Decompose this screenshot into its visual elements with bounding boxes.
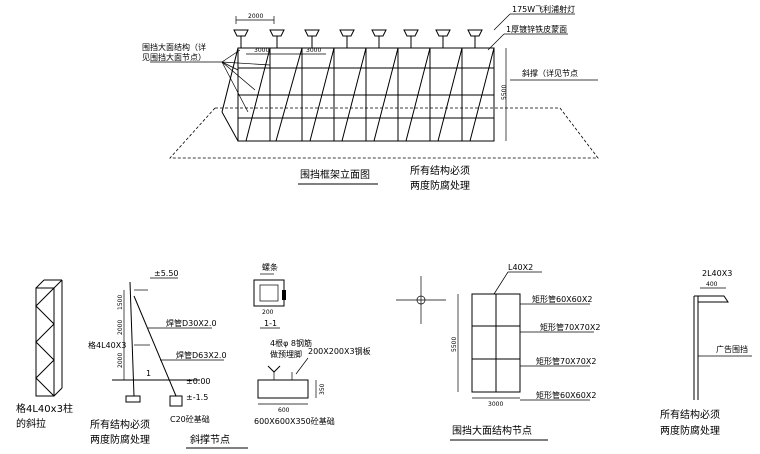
brace-note-2: 两度防腐处理 bbox=[90, 433, 150, 446]
elevation-note-1: 所有结构必须 bbox=[410, 164, 470, 177]
column-line bbox=[129, 281, 135, 397]
svg-text:2000: 2000 bbox=[117, 353, 124, 368]
rebar-label-2: 做预埋脚 bbox=[270, 349, 302, 359]
label-brace: 斜撑（详见节点 bbox=[522, 68, 578, 78]
base-pad bbox=[125, 395, 141, 403]
column-label-1: 格4L40x3柱 bbox=[16, 402, 73, 415]
brace-line bbox=[245, 47, 271, 142]
elevation-title: 围挡框架立面图 bbox=[300, 168, 370, 181]
facade-node: 5500 3000 L40X2 矩形管60X60X2 矩形管70X70X2 矩形… bbox=[450, 263, 600, 441]
frame-slant bbox=[221, 47, 239, 113]
label-base: C20砼基础 bbox=[170, 414, 210, 424]
ad-note-2: 两度防腐处理 bbox=[660, 424, 720, 437]
label-angle: 格4L40X3 bbox=[88, 340, 126, 350]
facade-tube-3: 矩形管70X70X2 bbox=[536, 356, 596, 366]
found-dim-w: 600 bbox=[278, 407, 290, 414]
facade-top-label: L40X2 bbox=[508, 263, 533, 272]
facade-tube-2: 矩形管70X70X2 bbox=[540, 322, 600, 332]
column-label-2: 的斜拉 bbox=[16, 417, 46, 430]
brace-line bbox=[341, 47, 367, 142]
brace-mark: 1 bbox=[146, 369, 151, 378]
ad-angle: 2L40X3 bbox=[702, 269, 732, 278]
rebar-label-1: 4根φ 8钢筋 bbox=[270, 338, 312, 348]
frame-slant bbox=[221, 111, 239, 142]
brace-line bbox=[275, 47, 303, 142]
brace-pipe bbox=[133, 295, 177, 397]
leader-skin bbox=[487, 33, 505, 51]
brace-line bbox=[469, 47, 495, 142]
label-pipe-2: 焊管D63X2.0 bbox=[176, 350, 227, 360]
lattice-column: 格4L40x3柱 的斜拉 bbox=[16, 279, 73, 430]
brace-title: 斜撑节点 bbox=[190, 433, 230, 446]
label-lamp: 175W飞利浦射灯 bbox=[512, 4, 575, 14]
lamp-row bbox=[233, 29, 483, 48]
leader-lamp bbox=[493, 13, 511, 31]
ad-note-1: 所有结构必须 bbox=[660, 408, 720, 421]
brace-line bbox=[373, 47, 399, 142]
elev-minus: ±-1.5 bbox=[186, 393, 208, 402]
label-skin: 1厚镀锌铁皮蒙面 bbox=[506, 24, 567, 34]
facade-title: 围挡大面结构节点 bbox=[452, 424, 532, 437]
section-cut: 1-1 bbox=[264, 319, 277, 328]
elevation-note-2: 两度防腐处理 bbox=[410, 179, 470, 192]
elev-zero: ±0.00 bbox=[186, 377, 211, 386]
brace-node: 1500 2000 2000 1 ±5.50 焊管D30X2.0 格4L40X3… bbox=[88, 269, 248, 449]
leader-fan bbox=[150, 49, 271, 113]
brace-line bbox=[405, 47, 431, 142]
ad-dim: 400 bbox=[706, 281, 718, 288]
found-dim-h: 350 bbox=[319, 383, 326, 395]
facade-tube-1: 矩形管60X60X2 bbox=[532, 294, 592, 304]
foundation-base: 600X600X350砼基础 bbox=[254, 416, 335, 426]
svg-text:2000: 2000 bbox=[117, 320, 124, 335]
foundation-detail: 600 350 4根φ 8钢筋 做预埋脚 200X200X3钢板 600X600… bbox=[254, 338, 371, 426]
facade-dim-w: 3000 bbox=[488, 401, 503, 408]
section-1-1: 螺条 200 1-1 bbox=[253, 262, 286, 329]
section-dim: 200 bbox=[262, 309, 274, 316]
ad-board-label: 广告围挡 bbox=[716, 344, 748, 354]
crosshair-mark bbox=[396, 276, 446, 324]
brace-footing bbox=[169, 395, 183, 407]
svg-text:1500: 1500 bbox=[117, 295, 124, 310]
elev-top: ±5.50 bbox=[154, 269, 179, 278]
facade-dim-h: 5500 bbox=[451, 337, 458, 352]
section-label: 螺条 bbox=[262, 262, 278, 272]
dim-height: 5500 bbox=[501, 85, 508, 100]
brace-note-1: 所有结构必须 bbox=[90, 418, 150, 431]
fence-elevation: 2000 3000 3000 5500 175W飞利浦射灯 1厚镀锌铁皮蒙面 斜… bbox=[142, 4, 599, 192]
plate-label: 200X200X3钢板 bbox=[308, 346, 371, 356]
ad-board-node: 400 2L40X3 广告围挡 所有结构必须 两度防腐处理 bbox=[660, 269, 752, 437]
label-facade-ref-1: 围挡大面结构（详 bbox=[142, 42, 206, 52]
label-facade-ref-2: 见围挡大面节点） bbox=[142, 52, 206, 62]
facade-tube-4: 矩形管60X60X2 bbox=[536, 390, 596, 400]
brace-line bbox=[309, 47, 335, 142]
ground-plane bbox=[169, 107, 599, 159]
label-pipe-1: 焊管D30X2.0 bbox=[166, 318, 217, 328]
brace-line bbox=[437, 47, 463, 142]
dim-b: 3000 bbox=[306, 47, 321, 54]
dim-a: 3000 bbox=[254, 47, 269, 54]
dim-top: 2000 bbox=[248, 13, 263, 20]
